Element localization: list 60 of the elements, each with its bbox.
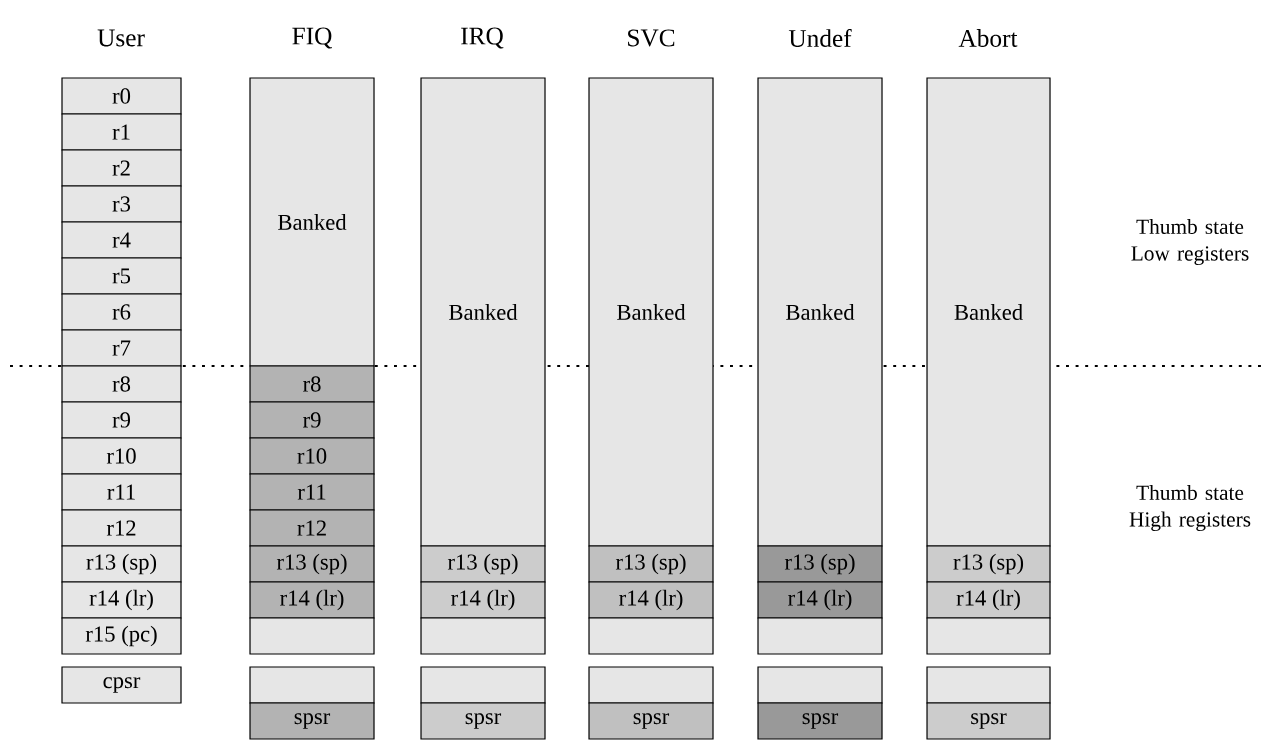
register-cell: r3 — [61, 185, 182, 223]
banked-register-block: Banked — [588, 77, 714, 547]
banked-register-block: Banked — [926, 77, 1051, 547]
register-cell: r12 — [249, 509, 375, 547]
register-cell: r14 (lr) — [61, 581, 182, 619]
register-cell: r8 — [249, 365, 375, 403]
register-cell: r11 — [249, 473, 375, 511]
register-cell: r15 (pc) — [61, 617, 182, 655]
register-cell: r14 (lr) — [420, 581, 546, 619]
register-cell: r13 (sp) — [757, 545, 883, 583]
register-cell: spsr — [420, 702, 546, 740]
register-cell: r13 (sp) — [249, 545, 375, 583]
register-cell: r14 (lr) — [926, 581, 1051, 619]
register-cell: spsr — [588, 702, 714, 740]
column-heading: Undef — [788, 28, 852, 48]
register-cell: r13 (sp) — [588, 545, 714, 583]
banked-register-block: Banked — [420, 77, 546, 547]
register-cell: r13 (sp) — [926, 545, 1051, 583]
column-heading: IRQ — [461, 27, 504, 49]
register-cell: r6 — [61, 293, 182, 331]
register-cell: r14 (lr) — [588, 581, 714, 619]
empty-register-cell — [588, 666, 714, 704]
register-cell: r14 (lr) — [249, 581, 375, 619]
column-heading: FIQ — [292, 27, 332, 49]
register-cell: r4 — [61, 221, 182, 259]
empty-register-cell — [757, 666, 883, 704]
register-cell: spsr — [926, 702, 1051, 740]
register-cell: r7 — [61, 329, 182, 367]
register-cell: r10 — [61, 437, 182, 475]
empty-register-cell — [757, 617, 883, 655]
register-cell: r9 — [249, 401, 375, 439]
column-heading: User — [97, 29, 145, 47]
register-cell: r5 — [61, 257, 182, 295]
region-label: Thumb state High registers — [1129, 484, 1251, 532]
register-cell: r13 (sp) — [61, 545, 182, 583]
register-cell: spsr — [249, 702, 375, 740]
register-cell: r10 — [249, 437, 375, 475]
register-cell: r12 — [61, 509, 182, 547]
empty-register-cell — [249, 666, 375, 704]
empty-register-cell — [926, 666, 1051, 704]
empty-register-cell — [249, 617, 375, 655]
empty-register-cell — [926, 617, 1051, 655]
empty-register-cell — [588, 617, 714, 655]
region-label: Thumb state Low registers — [1131, 218, 1249, 266]
register-cell: r11 — [61, 473, 182, 511]
register-cell: r1 — [61, 113, 182, 151]
register-cell: r9 — [61, 401, 182, 439]
register-cell: r14 (lr) — [757, 581, 883, 619]
empty-register-cell — [420, 617, 546, 655]
banked-register-block: Banked — [249, 77, 375, 367]
empty-register-cell — [420, 666, 546, 704]
register-cell: r13 (sp) — [420, 545, 546, 583]
register-cell: r2 — [61, 149, 182, 187]
register-cell: r0 — [61, 77, 182, 115]
column-heading: Abort — [958, 29, 1018, 47]
column-heading: SVC — [628, 29, 675, 47]
banked-register-block: Banked — [757, 77, 883, 547]
register-cell: cpsr — [61, 666, 182, 704]
register-cell: r8 — [61, 365, 182, 403]
register-cell: spsr — [757, 702, 883, 740]
